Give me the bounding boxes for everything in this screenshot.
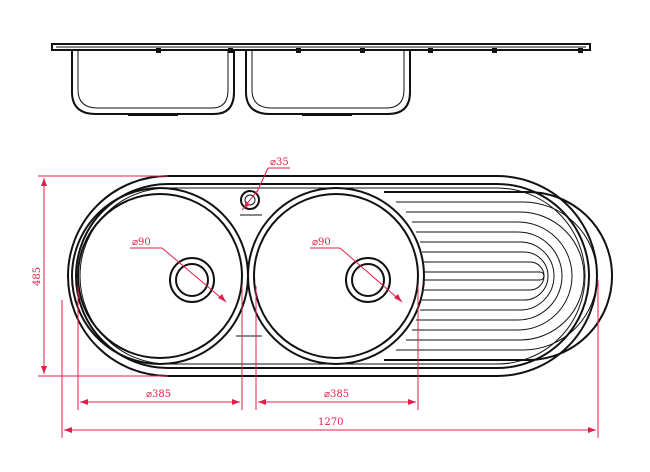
dimension-lines [38, 167, 599, 438]
left-drain-diameter-label: ⌀90 [132, 237, 151, 248]
right-drain-diameter-label: ⌀90 [312, 237, 331, 248]
right-bowl-profile [245, 50, 411, 115]
overall-width-label: 1270 [318, 417, 343, 428]
side-elevation-view [51, 43, 591, 116]
drainboard-ribs [384, 190, 614, 361]
tap-hole [240, 190, 260, 210]
plan-view [67, 175, 614, 377]
height-label: 485 [32, 267, 43, 286]
sink-outline [67, 175, 598, 377]
left-bowl [71, 187, 249, 365]
left-bowl-width-label: ⌀385 [146, 389, 171, 400]
tap-hole-diameter-label: ⌀35 [270, 157, 289, 168]
left-bowl-profile [71, 50, 235, 115]
rim-plate [51, 43, 591, 51]
right-bowl-width-label: ⌀385 [324, 389, 349, 400]
left-drain [169, 257, 215, 303]
right-drain [345, 257, 391, 303]
right-bowl [247, 187, 425, 365]
